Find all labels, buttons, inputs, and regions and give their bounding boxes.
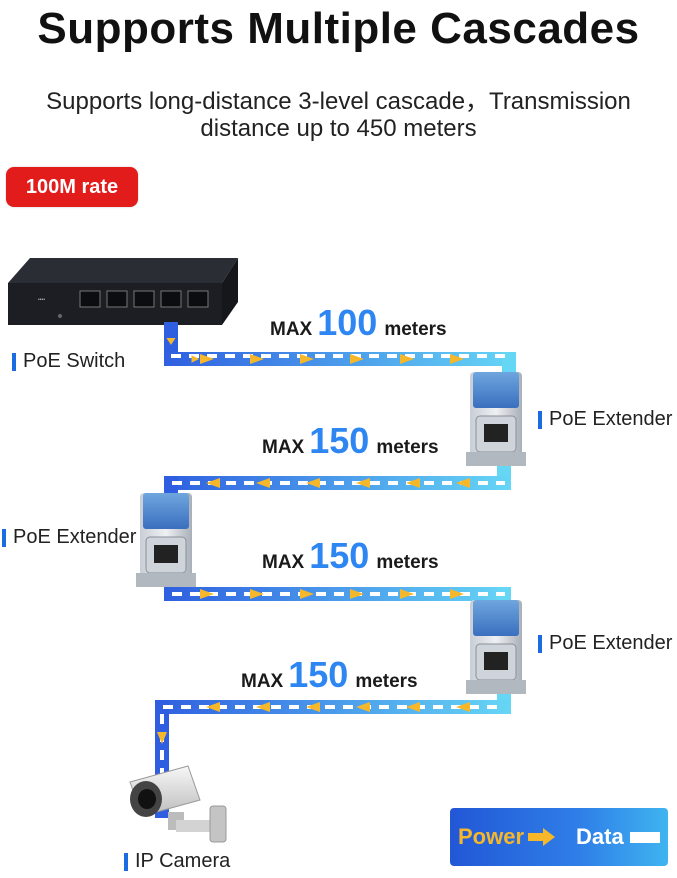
legend-power-label: Power [458,824,525,849]
distance-label-3: MAX 150 meters [262,535,439,577]
distance-max: MAX [262,437,305,458]
distance-label-4: MAX 150 meters [241,654,418,696]
poe-extender-3-device [466,600,526,694]
label-text: IP Camera [135,850,231,872]
distance-value: 150 [309,535,370,576]
label-text: PoE Extender [549,408,673,430]
label-text: PoE Extender [13,526,137,548]
poe-switch-device: •••• [8,258,238,325]
distance-max: MAX [270,319,313,340]
label-text: PoE Switch [23,350,126,372]
distance-label-1: MAX 100 meters [270,302,447,344]
page-title: Supports Multiple Cascades [37,4,640,53]
subtitle-line-1: Supports long-distance 3-level cascade，T… [46,88,631,115]
label-marker [538,634,542,653]
poe-extender-1-device [466,372,526,466]
distance-unit: meters [384,319,447,340]
distance-value: 150 [309,420,370,461]
data-bar-icon [629,831,660,843]
label-ip-camera: IP Camera [124,850,230,873]
label-poe-extender-3: PoE Extender [538,632,672,655]
rate-badge: 100M rate [6,167,138,207]
legend-data-label: Data [576,824,624,849]
label-marker [124,852,128,871]
distance-value: 100 [317,302,378,343]
cable-segment-2 [164,462,511,496]
cable-segment-4 [155,690,511,818]
subtitle: Supports long-distance 3-level cascade，T… [0,88,677,142]
label-poe-extender-1: PoE Extender [538,408,672,431]
label-marker [2,528,6,547]
label-marker [12,352,16,371]
label-poe-switch: PoE Switch [12,350,125,373]
ip-camera-device [129,765,227,843]
legend-box: Power Data [450,808,668,866]
label-marker [538,410,542,429]
distance-unit: meters [376,437,439,458]
distance-unit: meters [376,552,439,573]
svg-text:••••: •••• [38,297,45,303]
distance-value: 150 [288,654,349,695]
label-poe-extender-2: PoE Extender [2,526,136,549]
label-text: PoE Extender [549,632,673,654]
distance-max: MAX [241,671,284,692]
power-arrows [157,354,470,744]
power-arrow-icon [528,828,556,846]
distance-label-2: MAX 150 meters [262,420,439,462]
distance-unit: meters [355,671,418,692]
subtitle-line-2: distance up to 450 meters [200,115,477,142]
poe-extender-2-device [136,493,196,587]
distance-max: MAX [262,552,305,573]
